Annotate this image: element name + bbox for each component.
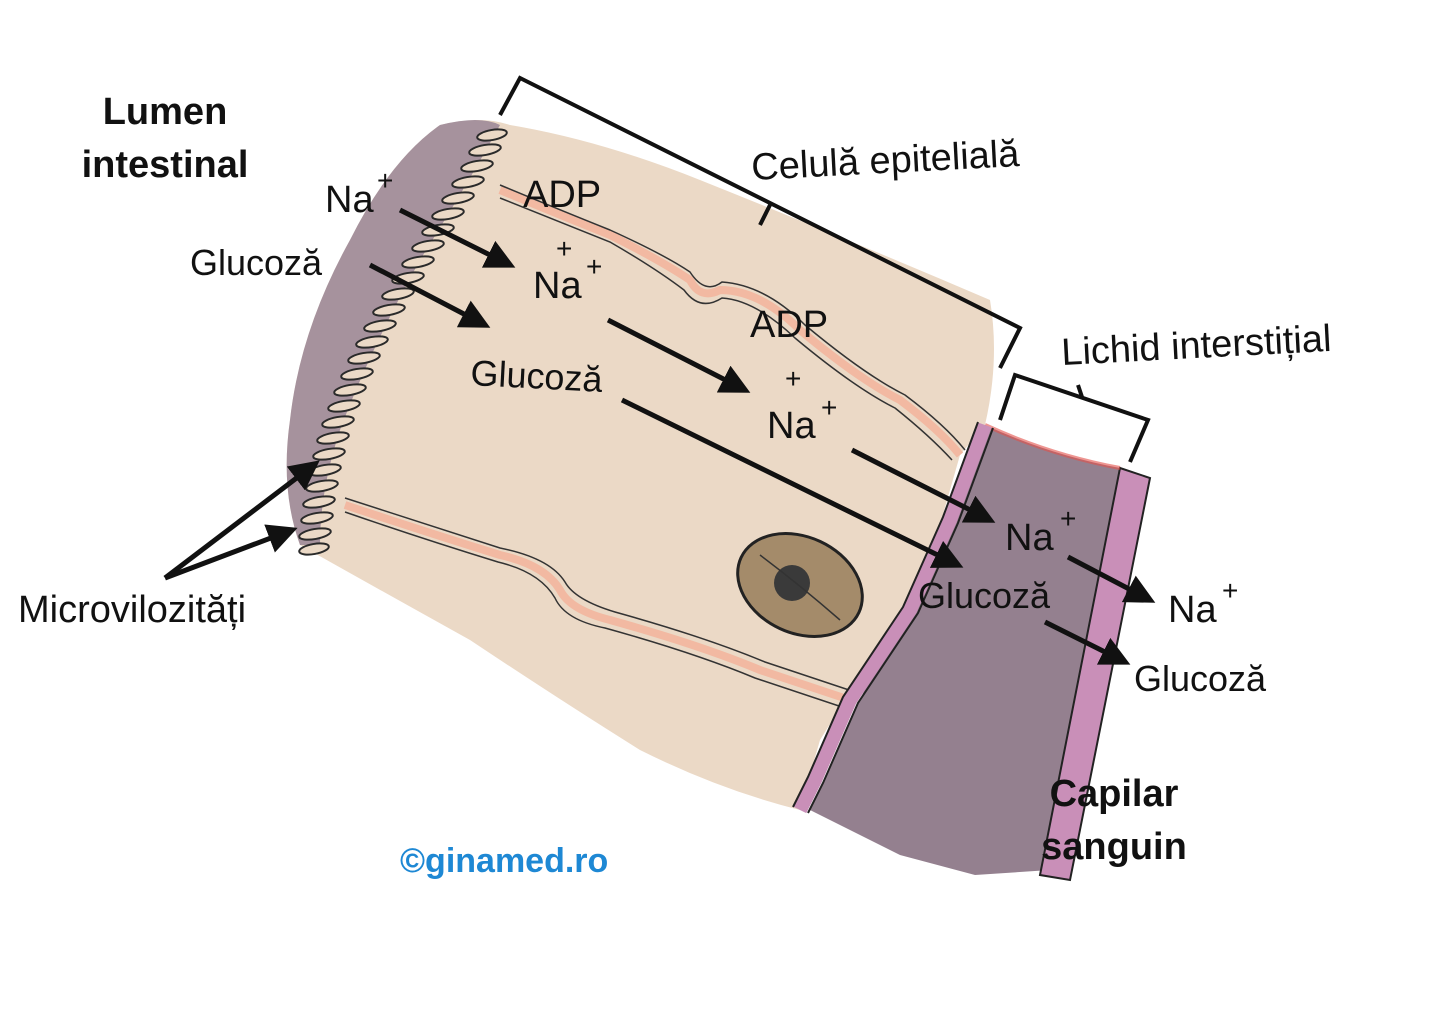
- bracket-interstitial: [998, 372, 1151, 463]
- arrow-glucose-to-capillary: [1043, 619, 1131, 665]
- copyright-watermark: ©ginamed.ro: [400, 842, 608, 880]
- na-cell: Na: [533, 265, 582, 307]
- capillary-title-line-2: sanguin: [1041, 826, 1187, 868]
- glucose-interstitial: Glucoză: [918, 575, 1051, 616]
- lower-cell-membrane: [343, 501, 852, 704]
- lower-cell-membrane-outline: [344, 497, 856, 693]
- arrow-na-to-capillary: [1066, 554, 1156, 603]
- upper-cell-membrane-outline-2: [499, 197, 953, 461]
- glucose-lumen: Glucoză: [190, 242, 323, 283]
- interstitial-fluid-region: [810, 425, 1120, 875]
- na-lumen-plus: +: [377, 165, 393, 196]
- upper-cell-membrane: [498, 186, 964, 458]
- microvilli: [298, 128, 508, 556]
- capillary-wall: [1038, 466, 1152, 882]
- na-capillary-plus: +: [1222, 575, 1238, 606]
- na-capillary: Na: [1168, 589, 1217, 631]
- capillary-title-line-1: Capilar: [1050, 773, 1179, 815]
- na-interstitial-plus: +: [1060, 503, 1076, 534]
- na-cell-plus: +: [586, 251, 602, 282]
- lumen-title-line-2: intestinal: [82, 144, 249, 186]
- adp-pump: ADP: [750, 304, 828, 346]
- upper-cell-membrane-outline: [499, 184, 966, 451]
- adp-pump-plus: +: [785, 363, 801, 394]
- lower-cell-membrane-outline-2: [344, 511, 846, 709]
- na-interstitial: Na: [1005, 517, 1054, 559]
- na-lumen: Na: [325, 179, 374, 221]
- arrow-microvilli-2: [164, 524, 298, 581]
- arrow-na-cell-to-pump: [606, 317, 751, 393]
- glucose-cell: Glucoză: [470, 352, 605, 400]
- arrow-na-lumen-to-cell: [398, 207, 516, 268]
- arrow-glucose-cell-to-interstitial: [620, 397, 964, 568]
- arrows: [163, 207, 1156, 665]
- label-microvilli: Microvilozități: [18, 589, 246, 631]
- adp-upper-plus: +: [556, 233, 572, 264]
- arrow-glucose-lumen-to-cell: [368, 262, 491, 328]
- arrow-na-pump-to-interstitial: [850, 447, 996, 523]
- glucose-capillary: Glucoză: [1134, 658, 1267, 699]
- bracket-interstitial-tick: [1076, 384, 1084, 398]
- bracket-cell-tick: [758, 204, 772, 226]
- adp-upper: ADP: [523, 174, 601, 216]
- na-pump: Na: [767, 405, 816, 447]
- lumen-title-line-1: Lumen: [103, 91, 228, 133]
- capillary-edge-highlight: [984, 423, 1121, 470]
- bracket-cell: [498, 75, 1023, 369]
- label-interstitial-fluid: Lichid interstițial: [1060, 318, 1332, 374]
- nucleus: [736, 532, 864, 638]
- label-epithelial-cell: Celulă epitelială: [750, 133, 1021, 189]
- na-pump-plus: +: [821, 392, 837, 423]
- arrow-microvilli-1: [163, 460, 320, 580]
